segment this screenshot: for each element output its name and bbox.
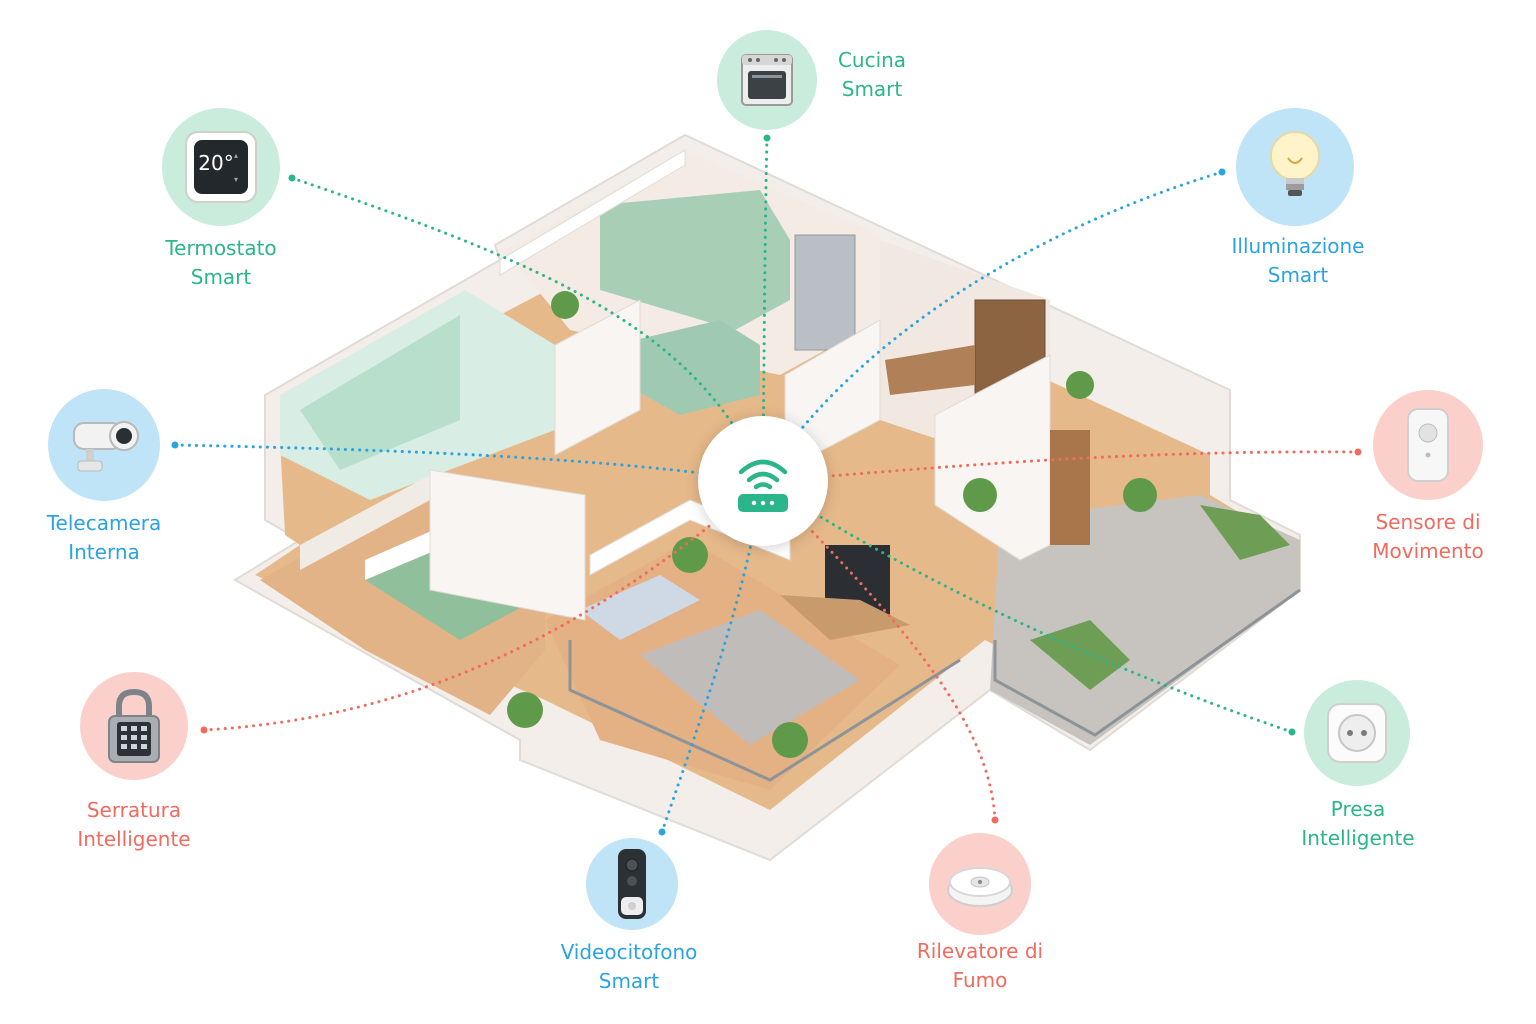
connector-line-termostato	[290, 176, 765, 483]
device-label-videocitofono: Videocitofono Smart	[549, 938, 709, 996]
video-doorbell-icon-circle[interactable]	[586, 838, 678, 930]
device-label-illuminazione: Illuminazione Smart	[1218, 232, 1378, 290]
motion-sensor-icon	[1407, 408, 1449, 482]
thermostat-display: 20°	[198, 151, 233, 175]
connector-endpoint-sensore	[1354, 448, 1362, 456]
device-label-line1: Rilevatore di	[916, 939, 1044, 963]
connector-line-presa	[761, 479, 1294, 734]
connector-line-cucina	[761, 136, 769, 483]
device-label-line1: Serratura	[86, 798, 182, 822]
device-label-line1: Termostato	[165, 236, 277, 260]
light-bulb-icon	[1270, 131, 1320, 196]
device-label-line2: Intelligente	[1301, 826, 1415, 850]
security-camera-icon-circle[interactable]	[48, 389, 160, 501]
connector-line-sensore	[761, 450, 1360, 483]
smoke-detector-icon-circle[interactable]	[929, 833, 1031, 935]
security-camera-icon	[73, 421, 139, 472]
connector-endpoint-termostato	[288, 174, 296, 182]
thermostat-icon: 20° ▴ ▾	[185, 131, 257, 203]
connector-line-rilevatore	[761, 479, 997, 822]
device-label-line1: Cucina	[837, 48, 907, 72]
device-label-cucina: Cucina Smart	[812, 46, 932, 104]
connector-endpoint-telecamera	[171, 441, 179, 449]
smart-plug-icon	[1327, 703, 1387, 763]
connector-line-serratura	[202, 479, 765, 732]
video-doorbell-icon	[618, 849, 646, 919]
svg-text:▾: ▾	[234, 175, 238, 184]
oven-icon-circle[interactable]	[717, 30, 817, 130]
device-label-sensore: Sensore di Movimento	[1348, 508, 1508, 566]
device-label-line2: Smart	[598, 969, 660, 993]
connector-endpoint-cucina	[763, 134, 771, 142]
connector-endpoint-videocitofono	[658, 828, 666, 836]
svg-text:▴: ▴	[234, 151, 238, 160]
device-label-rilevatore: Rilevatore di Fumo	[900, 937, 1060, 995]
device-label-line2: Smart	[841, 77, 903, 101]
smart-lock-icon-circle[interactable]	[80, 672, 188, 780]
device-label-line1: Presa	[1330, 797, 1386, 821]
connector-endpoint-rilevatore	[991, 816, 999, 824]
device-label-line1: Sensore di	[1375, 510, 1481, 534]
device-label-line2: Smart	[1267, 263, 1329, 287]
device-label-serratura: Serratura Intelligente	[54, 796, 214, 854]
device-label-line2: Smart	[190, 265, 252, 289]
device-label-line2: Intelligente	[77, 827, 191, 851]
connector-line-illuminazione	[761, 170, 1224, 483]
wifi-hub[interactable]	[698, 416, 828, 546]
device-label-line1: Telecamera	[46, 511, 162, 535]
connector-endpoint-serratura	[200, 726, 208, 734]
device-label-line2: Fumo	[952, 968, 1008, 992]
device-label-line2: Movimento	[1372, 539, 1484, 563]
light-bulb-icon-circle[interactable]	[1236, 108, 1354, 226]
motion-sensor-icon-circle[interactable]	[1373, 390, 1483, 500]
device-label-presa: Presa Intelligente	[1278, 795, 1438, 853]
device-label-telecamera: Telecamera Interna	[24, 509, 184, 567]
smart-plug-icon-circle[interactable]	[1304, 680, 1410, 786]
connector-line-telecamera	[173, 443, 765, 483]
connector-endpoint-illuminazione	[1218, 168, 1226, 176]
device-label-line2: Interna	[68, 540, 140, 564]
oven-icon	[741, 54, 793, 106]
wifi-router-icon	[738, 459, 788, 512]
device-label-line1: Illuminazione	[1231, 234, 1365, 258]
thermostat-icon-circle[interactable]: 20° ▴ ▾	[162, 108, 280, 226]
smoke-detector-icon	[947, 867, 1013, 907]
smart-lock-icon	[108, 688, 160, 763]
connector-endpoint-presa	[1288, 728, 1296, 736]
device-label-line1: Videocitofono	[560, 940, 698, 964]
device-label-termostato: Termostato Smart	[141, 234, 301, 292]
